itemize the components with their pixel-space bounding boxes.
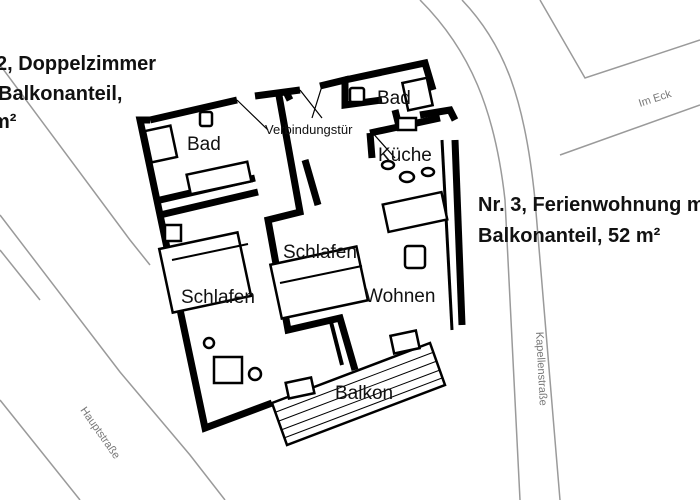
- room-label-bad-right: Bad: [377, 88, 411, 109]
- room-label-bad-left: Bad: [187, 134, 221, 155]
- room-label-wohnen: Wohnen: [365, 286, 435, 307]
- room-label-verbindungstuer: Verbindungstür: [265, 122, 353, 137]
- balcony: [270, 341, 447, 447]
- street-label-im-eck: Im Eck: [637, 88, 673, 110]
- left-caption-line-1: 2, Doppelzimmer: [0, 53, 156, 75]
- left-caption: 2, Doppelzimmer Balkonanteil, m²: [0, 53, 156, 133]
- left-caption-line-3: m²: [0, 111, 17, 133]
- right-caption: Nr. 3, Ferienwohnung m Balkonanteil, 52 …: [478, 194, 700, 247]
- room-label-schlafen-middle: Schlafen: [283, 242, 357, 263]
- street-label-kapellenstrasse: Kapellenstraße: [533, 332, 549, 407]
- right-caption-line-1: Nr. 3, Ferienwohnung m: [478, 194, 700, 216]
- street-label-hauptstrasse: Hauptstraße: [78, 405, 123, 461]
- right-caption-line-2: Balkonanteil, 52 m²: [478, 225, 661, 247]
- left-caption-line-2: Balkonanteil,: [0, 83, 122, 105]
- room-label-balkon: Balkon: [335, 383, 393, 404]
- room-label-schlafen-left: Schlafen: [181, 287, 255, 308]
- fixtures: [143, 76, 449, 401]
- room-label-kueche: Küche: [378, 145, 432, 166]
- door-swings: [236, 85, 396, 159]
